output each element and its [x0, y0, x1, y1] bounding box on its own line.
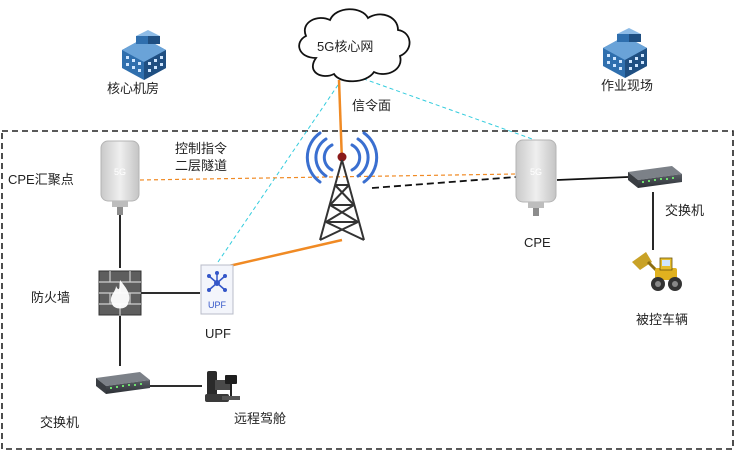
orange-upf-tower-line	[228, 238, 343, 268]
control-command-label: 控制指令	[175, 141, 228, 156]
cyan-link-core-cpe	[349, 73, 536, 141]
base-station-tower-icon	[305, 131, 379, 241]
orange-signaling-line	[337, 79, 344, 163]
radio-link-tower-cpe	[371, 176, 517, 189]
orange-l2-tunnel-line	[139, 173, 517, 181]
vehicle-loader-icon	[632, 252, 682, 291]
core-room-label: 核心机房	[107, 81, 160, 96]
switch-right-icon	[628, 166, 682, 188]
cpe-5g-text: 5G	[530, 167, 542, 177]
cyan-link-upf-core	[217, 81, 341, 263]
site-boundary	[1, 130, 734, 450]
switch-left-icon	[96, 372, 150, 394]
core-network-label: 5G核心网	[317, 39, 374, 54]
cpe-aggregation-label: CPE汇聚点	[8, 172, 74, 187]
upf-icon-text: UPF	[208, 300, 227, 310]
building-icon	[603, 28, 647, 78]
site-label: 作业现场	[601, 78, 654, 93]
remote-cockpit-label: 远程驾舱	[234, 411, 287, 426]
cpe-device-icon: 5G	[515, 139, 557, 216]
building-icon	[122, 30, 166, 80]
switch-left-label: 交换机	[40, 415, 80, 430]
cpe-label: CPE	[524, 235, 551, 250]
firewall-label: 防火墙	[31, 290, 71, 305]
firewall-icon	[98, 270, 142, 316]
vehicle-label: 被控车辆	[636, 312, 689, 327]
l2-tunnel-label: 二层隧道	[175, 158, 228, 173]
upf-icon: UPF	[200, 264, 234, 315]
cpe-aggregation-device-icon: 5G	[100, 140, 140, 215]
cpe-agg-5g-text: 5G	[114, 167, 126, 177]
remote-cockpit-icon	[205, 371, 240, 402]
upf-label: UPF	[205, 326, 231, 341]
core-network-cloud-icon	[298, 8, 411, 83]
signaling-plane-label: 信令面	[352, 98, 392, 113]
switch-right-label: 交换机	[665, 203, 705, 218]
link-cpe-switch	[556, 176, 629, 181]
